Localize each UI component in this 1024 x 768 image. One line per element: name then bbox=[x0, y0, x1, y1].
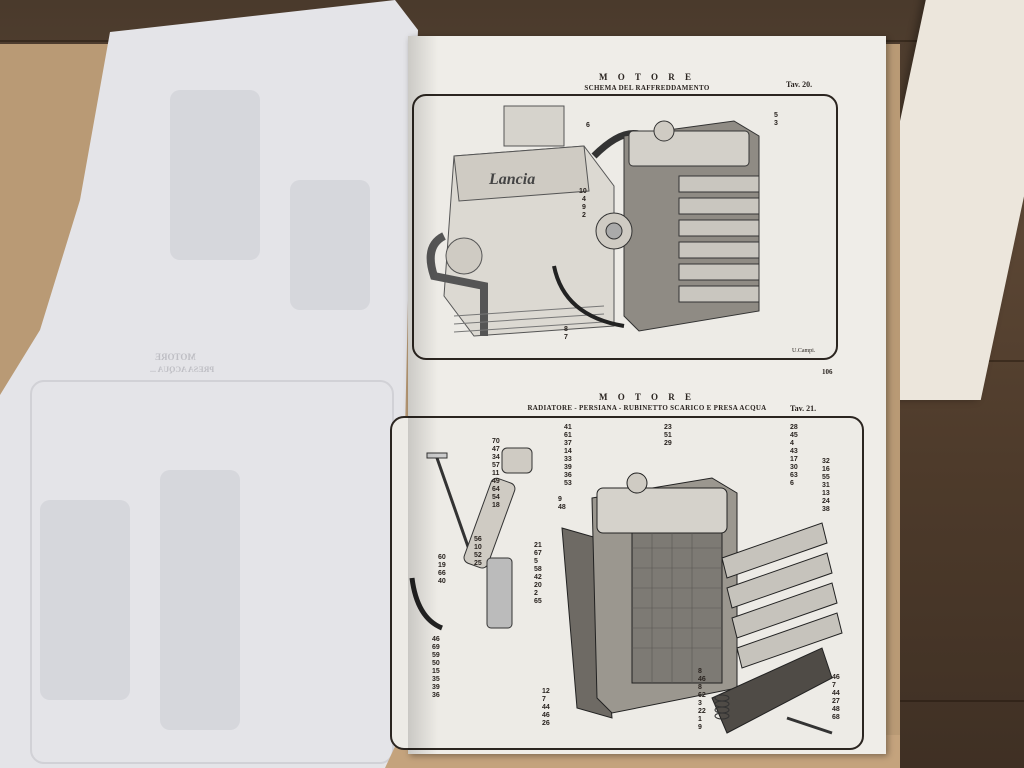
page-number: 106 bbox=[822, 368, 833, 376]
artist-signature: U.Campi. bbox=[792, 348, 816, 354]
plate-21-subtitle: RADIATORE - PERSIANA - RUBINETTO SCARICO… bbox=[527, 404, 767, 412]
plate-20-frame: Lancia 6 10 4 bbox=[412, 94, 838, 360]
callout-4: 4 bbox=[582, 196, 586, 203]
lancia-logo: Lancia bbox=[488, 171, 535, 188]
callout-9: 9 bbox=[582, 204, 586, 211]
callout-10: 10 bbox=[579, 188, 587, 195]
callout-6: 6 bbox=[586, 122, 590, 129]
ghost-illustration bbox=[160, 470, 240, 730]
right-page: M O T O R E SCHEMA DEL RAFFREDDAMENTO Ta… bbox=[390, 36, 886, 754]
ghost-subtitle: PRESA ACQUA ... bbox=[150, 365, 215, 374]
plate-21-heading: M O T O R E bbox=[599, 392, 695, 402]
callout-2: 2 bbox=[582, 212, 586, 219]
plate-20-heading: M O T O R E bbox=[599, 72, 695, 82]
ghost-illustration bbox=[170, 90, 260, 260]
wood-seam bbox=[860, 700, 1024, 702]
radiator-exploded-illustration bbox=[409, 447, 843, 735]
ghost-illustration bbox=[40, 500, 130, 700]
callout-8: 8 bbox=[564, 326, 568, 333]
ghost-heading: MOTORE bbox=[155, 352, 196, 362]
ghost-frame bbox=[30, 380, 394, 764]
page-gutter-shadow bbox=[408, 36, 438, 754]
callout-3: 3 bbox=[774, 120, 778, 127]
callout-7: 7 bbox=[564, 334, 568, 341]
plate-20-subtitle: SCHEMA DEL RAFFREDDAMENTO bbox=[584, 84, 710, 92]
cooling-schematic-illustration: Lancia bbox=[426, 105, 760, 337]
ghost-illustration bbox=[290, 180, 370, 310]
plate-20-number: Tav. 20. bbox=[786, 80, 813, 89]
callout-5: 5 bbox=[774, 112, 778, 119]
plate-21-number: Tav. 21. bbox=[790, 404, 817, 413]
